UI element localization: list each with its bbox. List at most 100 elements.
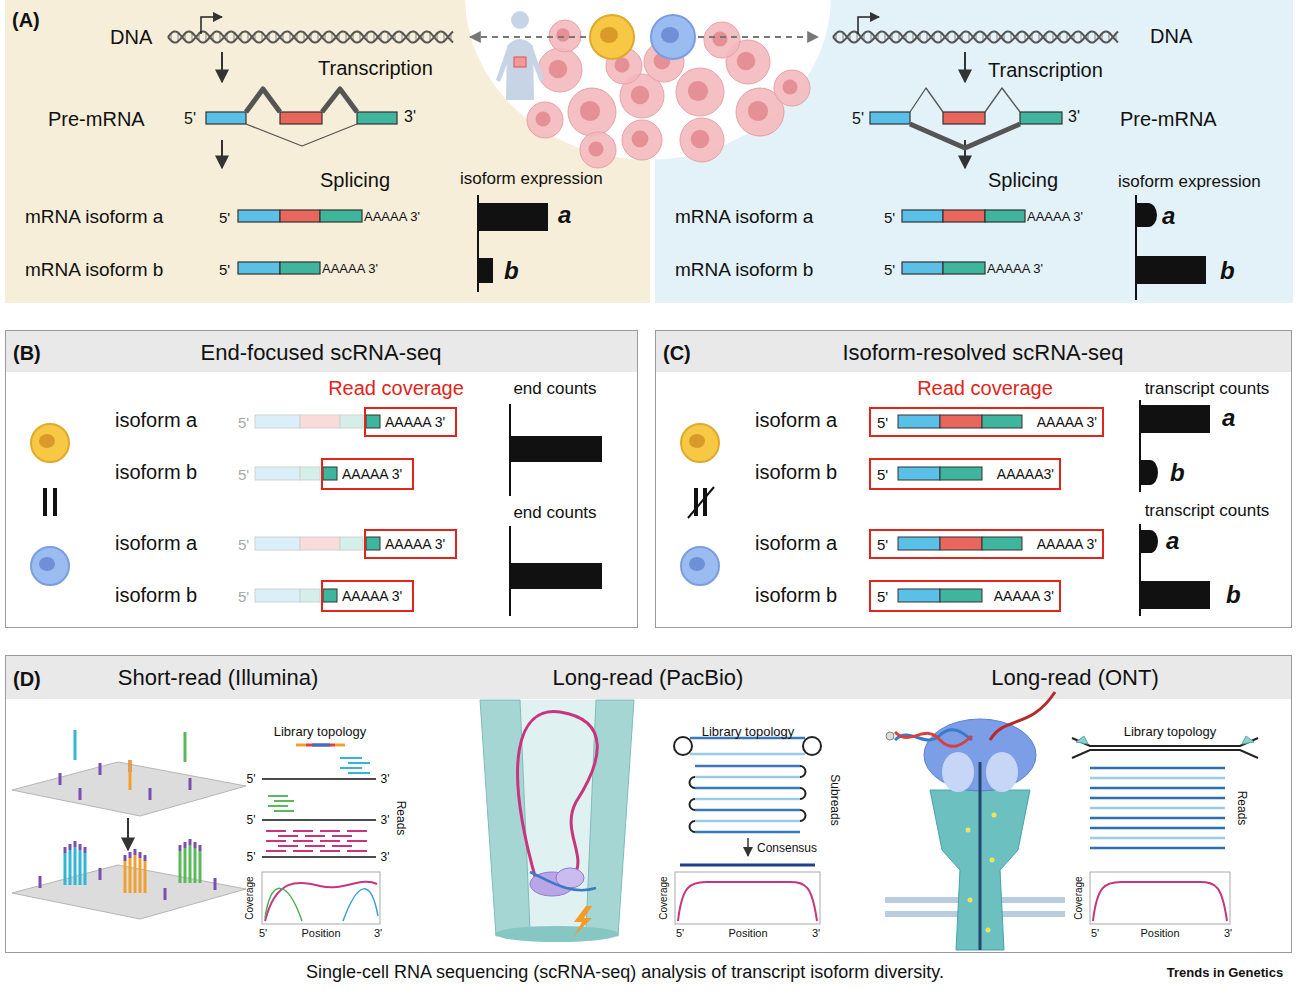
sequence-end-text: AAAAA 3'	[385, 415, 445, 429]
art-rect	[898, 467, 940, 480]
label-text: b	[504, 259, 519, 283]
art-circle	[568, 88, 616, 136]
art-rect	[478, 258, 493, 283]
art-line	[43, 488, 47, 516]
art-rect	[510, 563, 602, 589]
art-rect	[323, 589, 337, 602]
art-circle	[688, 81, 708, 101]
label-text: isoform expression	[460, 170, 603, 187]
art-line	[293, 840, 313, 842]
label-text: Splicing	[320, 170, 390, 190]
art-path	[506, 39, 534, 100]
art-line	[340, 767, 362, 769]
art-path	[1076, 736, 1088, 744]
art-circle	[992, 813, 997, 818]
art-path	[800, 788, 806, 799]
label-text: mRNA isoform b	[25, 260, 163, 279]
art-path	[990, 692, 1055, 740]
art-rect	[357, 112, 397, 124]
label-text: 5'	[219, 262, 230, 277]
nanopore	[885, 692, 1065, 950]
art-circle	[622, 120, 662, 160]
sequence-end-text: AAAAA 3'	[994, 589, 1054, 603]
art-path	[985, 88, 1020, 112]
art-line	[694, 488, 698, 516]
art-line	[688, 487, 714, 518]
label-text: AAAAA 3'	[322, 262, 378, 275]
art-line	[1090, 767, 1225, 770]
label-text: transcript counts	[1145, 380, 1270, 397]
label-text: isoform expression	[1118, 173, 1261, 190]
art-circle	[590, 15, 634, 59]
art-rect	[300, 537, 340, 550]
label-text: DNA	[110, 27, 152, 47]
dashed-arrow	[698, 36, 818, 38]
art-path	[322, 89, 357, 112]
down-arrow	[964, 140, 966, 168]
art-polygon	[574, 906, 592, 936]
read-coverage-box: 5'AAAAA 3'	[869, 407, 1104, 437]
panel-heading: (A)	[12, 10, 40, 30]
label-text: isoform b	[115, 585, 197, 605]
art-ellipse	[495, 926, 619, 942]
label-text: isoform a	[115, 410, 197, 430]
art-line	[293, 830, 313, 832]
label-text: isoform a	[755, 533, 837, 553]
panel-header	[655, 330, 1292, 372]
art-polygon	[520, 700, 596, 930]
coverage-plot	[675, 872, 820, 924]
art-line	[74, 730, 77, 760]
art-line	[179, 845, 182, 851]
equal-sign	[45, 488, 55, 516]
art-line	[69, 850, 72, 885]
art-line	[266, 850, 286, 852]
art-line	[139, 852, 142, 858]
art-path	[1242, 736, 1254, 744]
art-circle	[31, 424, 69, 462]
panel-heading: (D)	[13, 669, 41, 689]
art-path	[833, 31, 1118, 42]
art-line	[274, 810, 294, 812]
sequence-end-text: 5'	[877, 537, 888, 552]
label-text: Library topology	[702, 725, 795, 738]
read-coverage-box: AAAAA 3'	[321, 580, 414, 612]
covered-ends	[323, 415, 380, 602]
art-path	[265, 882, 377, 921]
art-circle	[549, 20, 581, 52]
art-line	[1090, 787, 1225, 790]
panel-box: (C)Isoform-resolved scRNA-seq5'AAAAA 3'5…	[655, 330, 1292, 628]
label-text: 5'	[247, 814, 256, 826]
label-text: transcript counts	[1145, 502, 1270, 519]
art-line	[747, 838, 749, 856]
art-path	[833, 31, 1118, 42]
art-ellipse	[942, 752, 974, 792]
art-circle	[674, 737, 692, 755]
label-text: AAAAA 3'	[987, 262, 1043, 275]
art-g	[966, 813, 997, 933]
art-line	[296, 744, 306, 747]
label-text: 3'	[1224, 928, 1232, 939]
dashed-arrow	[470, 36, 586, 38]
art-line	[703, 488, 707, 516]
art-line	[979, 762, 982, 950]
label-text: end counts	[513, 380, 596, 397]
expression-bars	[478, 195, 1206, 300]
art-line	[189, 845, 192, 883]
zmw-well	[480, 700, 634, 942]
illumina-library	[262, 745, 376, 857]
art-line	[127, 818, 129, 850]
art-line	[320, 830, 340, 832]
down-arrow	[221, 140, 223, 168]
art-line	[335, 744, 345, 747]
full-isoforms	[898, 415, 1022, 602]
art-line	[695, 776, 800, 779]
art-rect	[255, 415, 300, 428]
art-path	[246, 89, 280, 112]
label-text: isoform a	[755, 410, 837, 430]
art-circle	[886, 732, 894, 740]
short-reads	[266, 758, 370, 851]
art-path	[1140, 530, 1158, 553]
read-coverage-box: AAAAA 3'	[321, 458, 414, 490]
mrna-isoforms	[238, 210, 1025, 274]
